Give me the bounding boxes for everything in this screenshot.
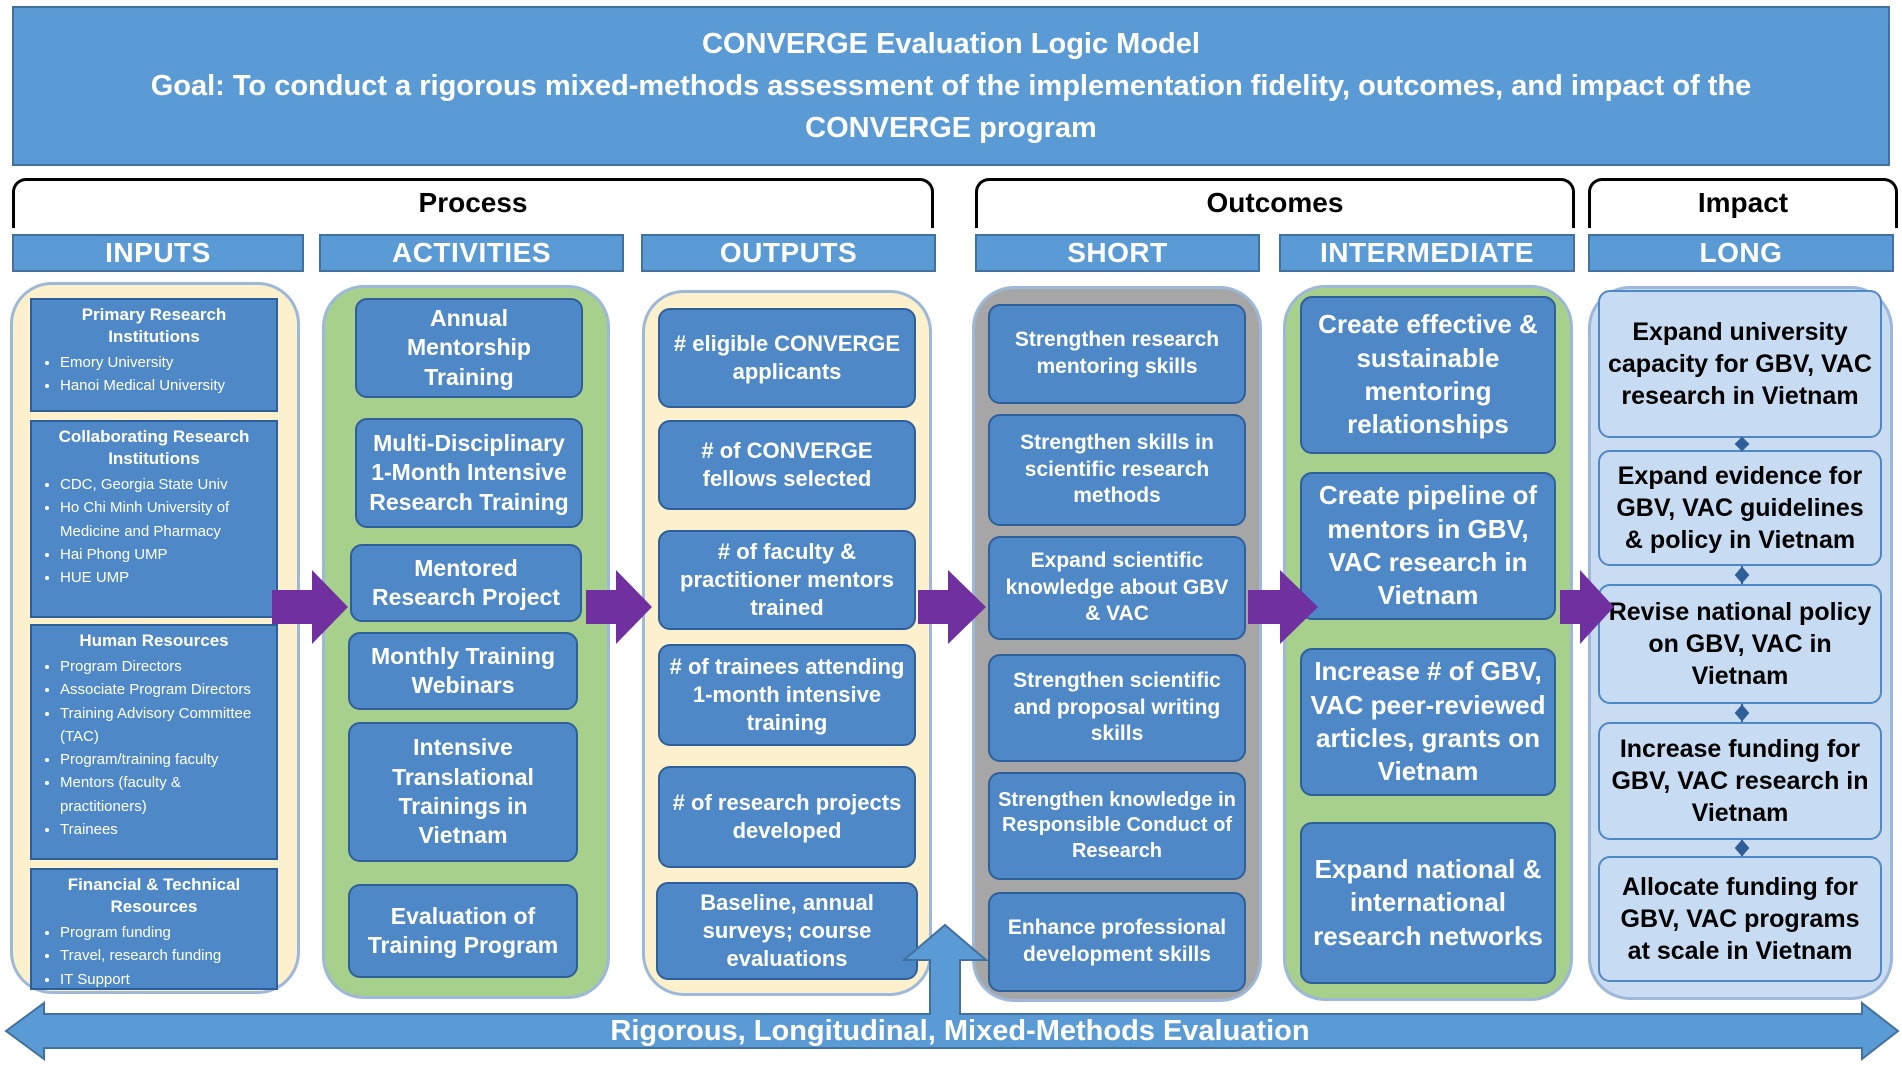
short-outcome-card: Strengthen skills in scientific research…: [988, 414, 1246, 526]
outcomes-label: Outcomes: [1206, 187, 1344, 218]
input-card-collaborating: Collaborating Research Institutions CDC,…: [30, 420, 278, 618]
input-item: Emory University: [60, 351, 266, 374]
short-header: SHORT: [975, 234, 1260, 272]
short-column: [972, 286, 1262, 1002]
input-heading: Collaborating Research Institutions: [58, 427, 250, 469]
long-impact-card: Expand university capacity for GBV, VAC …: [1598, 290, 1882, 438]
input-heading: Primary Research Institutions: [81, 305, 227, 347]
goal-line-2: CONVERGE program: [805, 112, 1097, 145]
connector-diamond-icon: [1734, 566, 1750, 584]
outcomes-bracket: Outcomes: [975, 178, 1575, 228]
intermediate-outcome-card: Expand national & international research…: [1300, 822, 1556, 984]
goal-line-1: Goal: To conduct a rigorous mixed-method…: [150, 69, 1752, 102]
diagram-title: CONVERGE Evaluation Logic Model: [702, 27, 1200, 60]
connector-diamond-icon: [1734, 436, 1750, 452]
short-outcome-card: Strengthen scientific and proposal writi…: [988, 654, 1246, 762]
long-impact-card: Revise national policy on GBV, VAC in Vi…: [1598, 584, 1882, 704]
input-card-financial: Financial & Technical Resources Program …: [30, 868, 278, 990]
outputs-header: OUTPUTS: [641, 234, 936, 272]
activity-card: Mentored Research Project: [350, 544, 582, 622]
process-bracket: Process: [12, 178, 934, 228]
output-card: # of trainees attending 1-month intensiv…: [658, 644, 916, 746]
intermediate-outcome-card: Create pipeline of mentors in GBV, VAC r…: [1300, 472, 1556, 620]
input-item: Program/training faculty: [60, 748, 266, 771]
input-item: HUE UMP: [60, 566, 266, 589]
long-impact-card: Allocate funding for GBV, VAC programs a…: [1598, 856, 1882, 982]
connector-diamond-icon: [1734, 704, 1750, 722]
output-card: # of research projects developed: [658, 766, 916, 868]
connector-diamond-icon: [1734, 839, 1750, 857]
input-item: Training Advisory Committee (TAC): [60, 702, 266, 749]
short-outcome-card: Strengthen knowledge in Responsible Cond…: [988, 772, 1246, 880]
activity-card: Evaluation of Training Program: [348, 884, 578, 978]
input-item: Associate Program Directors: [60, 678, 266, 701]
activity-card: Multi-Disciplinary 1-Month Intensive Res…: [355, 418, 583, 528]
intermediate-header: INTERMEDIATE: [1279, 234, 1575, 272]
short-outcome-card: Strengthen research mentoring skills: [988, 304, 1246, 404]
long-impact-card: Expand evidence for GBV, VAC guidelines …: [1598, 450, 1882, 566]
input-item: Trainees: [60, 818, 266, 841]
output-card: Baseline, annual surveys; course evaluat…: [656, 882, 918, 980]
intermediate-outcome-card: Create effective & sustainable mentoring…: [1300, 296, 1556, 454]
long-impact-card: Increase funding for GBV, VAC research i…: [1598, 722, 1882, 840]
output-card: # of CONVERGE fellows selected: [658, 420, 916, 510]
input-heading: Financial & Technical Resources: [67, 875, 241, 917]
flow-arrow-icon: [1560, 570, 1614, 644]
input-item: Program funding: [60, 921, 266, 944]
footer-evaluation-label: Rigorous, Longitudinal, Mixed-Methods Ev…: [610, 1015, 1310, 1047]
long-header: LONG: [1588, 234, 1894, 272]
input-item: Hanoi Medical University: [60, 374, 266, 397]
inputs-header: INPUTS: [12, 234, 304, 272]
process-label: Process: [418, 187, 528, 218]
flow-arrow-icon: [272, 570, 348, 644]
impact-label: Impact: [1697, 187, 1789, 218]
logic-model-title-box: CONVERGE Evaluation Logic Model Goal: To…: [12, 6, 1890, 166]
long-connectors: [1734, 436, 1750, 857]
output-card: # eligible CONVERGE applicants: [658, 308, 916, 408]
footer-double-arrow-icon: [4, 923, 1900, 1062]
activity-card: Monthly Training Webinars: [348, 632, 578, 710]
short-outcome-card: Enhance professional development skills: [988, 892, 1246, 992]
activity-card: Annual Mentorship Training: [355, 298, 583, 398]
input-item: CDC, Georgia State Univ: [60, 473, 266, 496]
input-item: Program Directors: [60, 655, 266, 678]
input-item: Travel, research funding: [60, 944, 266, 967]
activities-header: ACTIVITIES: [319, 234, 624, 272]
intermediate-outcome-card: Increase # of GBV, VAC peer-reviewed art…: [1300, 648, 1556, 796]
output-card: # of faculty & practitioner mentors trai…: [658, 530, 916, 630]
activity-card: Intensive Translational Trainings in Vie…: [348, 722, 578, 862]
input-heading: Human Resources: [79, 631, 229, 650]
impact-bracket: Impact: [1588, 178, 1898, 228]
flow-arrow-icon: [918, 570, 986, 644]
flow-arrow-icon: [1248, 570, 1318, 644]
input-item: Ho Chi Minh University of Medicine and P…: [60, 496, 266, 543]
input-item: Hai Phong UMP: [60, 543, 266, 566]
input-card-human: Human Resources Program Directors Associ…: [30, 624, 278, 860]
input-item: IT Support: [60, 968, 266, 991]
flow-arrow-icon: [586, 570, 652, 644]
input-card-primary: Primary Research Institutions Emory Univ…: [30, 298, 278, 412]
short-outcome-card: Expand scientific knowledge about GBV & …: [988, 536, 1246, 640]
input-item: Mentors (faculty & practitioners): [60, 771, 266, 818]
